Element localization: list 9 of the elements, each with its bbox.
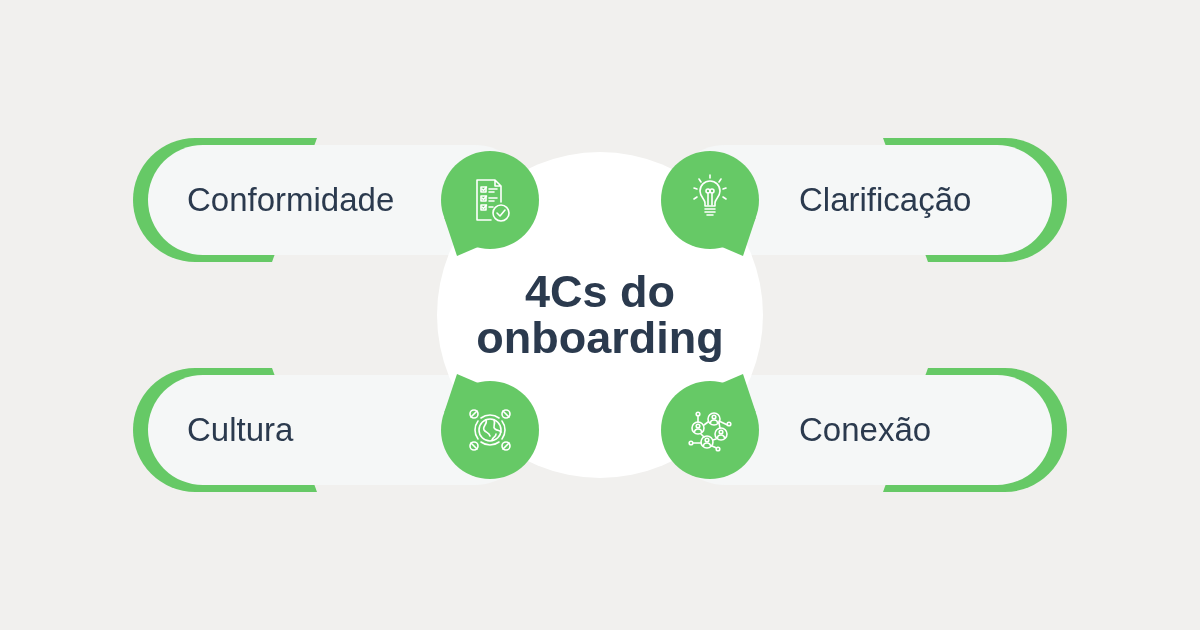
rounded-banner [133, 368, 540, 492]
banner-label: Cultura [187, 410, 294, 450]
banner-label: Conexão [799, 410, 932, 450]
rounded-banner [660, 368, 1067, 492]
rounded-banner [133, 138, 540, 262]
banner-label: Conformidade [187, 180, 395, 220]
rounded-banner [660, 138, 1067, 262]
banner-label: Clarificação [799, 180, 972, 220]
hub-title: 4Cs do onboarding [475, 269, 725, 361]
